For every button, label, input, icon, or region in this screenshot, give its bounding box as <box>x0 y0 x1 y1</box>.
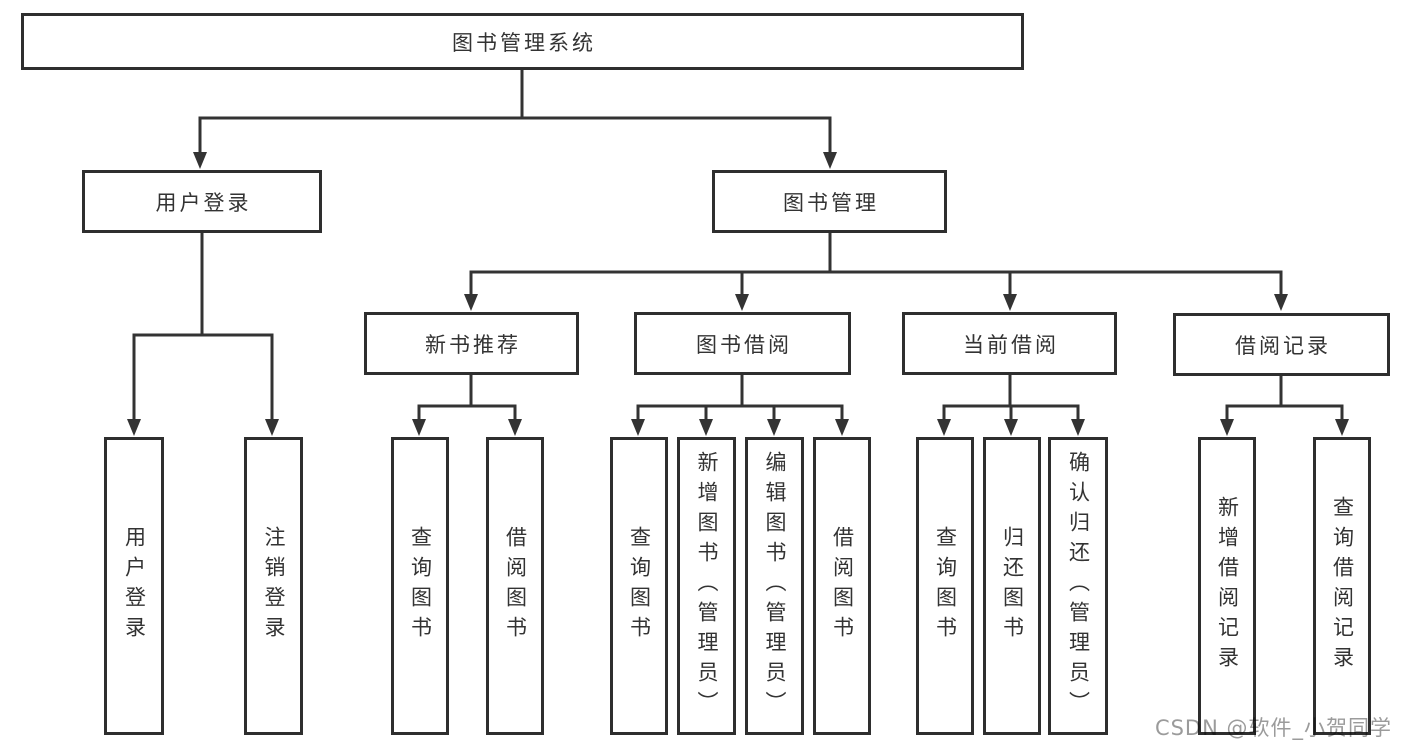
leaf-label: 归还图书 <box>1000 526 1025 646</box>
leaf-label: 借阅图书 <box>503 526 528 646</box>
leaf-label: 查询图书 <box>933 526 958 646</box>
leaf-query-books: 查询图书 <box>610 437 668 735</box>
node-user-login: 用户登录 <box>82 170 322 233</box>
leaf-label: 新增图书（管理员） <box>695 451 719 721</box>
leaf-label: 查询借阅记录 <box>1330 496 1355 676</box>
leaf-logout: 注销登录 <box>244 437 303 735</box>
node-label: 借阅记录 <box>1235 333 1331 358</box>
leaf-confirm-return-admin: 确认归还（管理员） <box>1048 437 1108 735</box>
leaf-label: 查询图书 <box>627 526 652 646</box>
leaf-label: 确认归还（管理员） <box>1066 451 1091 721</box>
leaf-edit-books-admin: 编辑图书（管理员） <box>745 437 804 735</box>
leaf-label: 用户登录 <box>122 526 147 646</box>
node-label: 图书管理 <box>783 190 879 215</box>
node-library-system: 图书管理系统 <box>21 13 1024 70</box>
node-book-management: 图书管理 <box>712 170 947 233</box>
leaf-label: 新增借阅记录 <box>1215 496 1240 676</box>
node-label: 图书借阅 <box>696 332 792 357</box>
node-book-borrowing: 图书借阅 <box>634 312 851 375</box>
node-new-book-recommendation: 新书推荐 <box>364 312 579 375</box>
node-label: 用户登录 <box>155 190 252 215</box>
arrowheads <box>127 152 1349 436</box>
leaf-user-login: 用户登录 <box>104 437 164 735</box>
leaf-label: 编辑图书（管理员） <box>763 451 787 721</box>
leaf-label: 注销登录 <box>262 526 286 646</box>
node-label: 新书推荐 <box>425 332 521 357</box>
node-label: 图书管理系统 <box>452 30 596 55</box>
node-borrowing-records: 借阅记录 <box>1173 313 1390 376</box>
watermark-text: CSDN @软件_小贺同学 <box>1154 716 1392 740</box>
leaf-query-books: 查询图书 <box>391 437 449 735</box>
leaf-borrow-books: 借阅图书 <box>813 437 871 735</box>
node-current-borrowing: 当前借阅 <box>902 312 1117 375</box>
leaf-return-books: 归还图书 <box>983 437 1041 735</box>
leaf-query-books: 查询图书 <box>916 437 974 735</box>
leaf-label: 借阅图书 <box>830 526 855 646</box>
leaf-add-borrow-record: 新增借阅记录 <box>1198 437 1256 735</box>
leaf-label: 查询图书 <box>408 526 433 646</box>
node-label: 当前借阅 <box>963 332 1059 357</box>
leaf-query-borrow-record: 查询借阅记录 <box>1313 437 1371 735</box>
leaf-borrow-books: 借阅图书 <box>486 437 544 735</box>
leaf-add-books-admin: 新增图书（管理员） <box>677 437 736 735</box>
